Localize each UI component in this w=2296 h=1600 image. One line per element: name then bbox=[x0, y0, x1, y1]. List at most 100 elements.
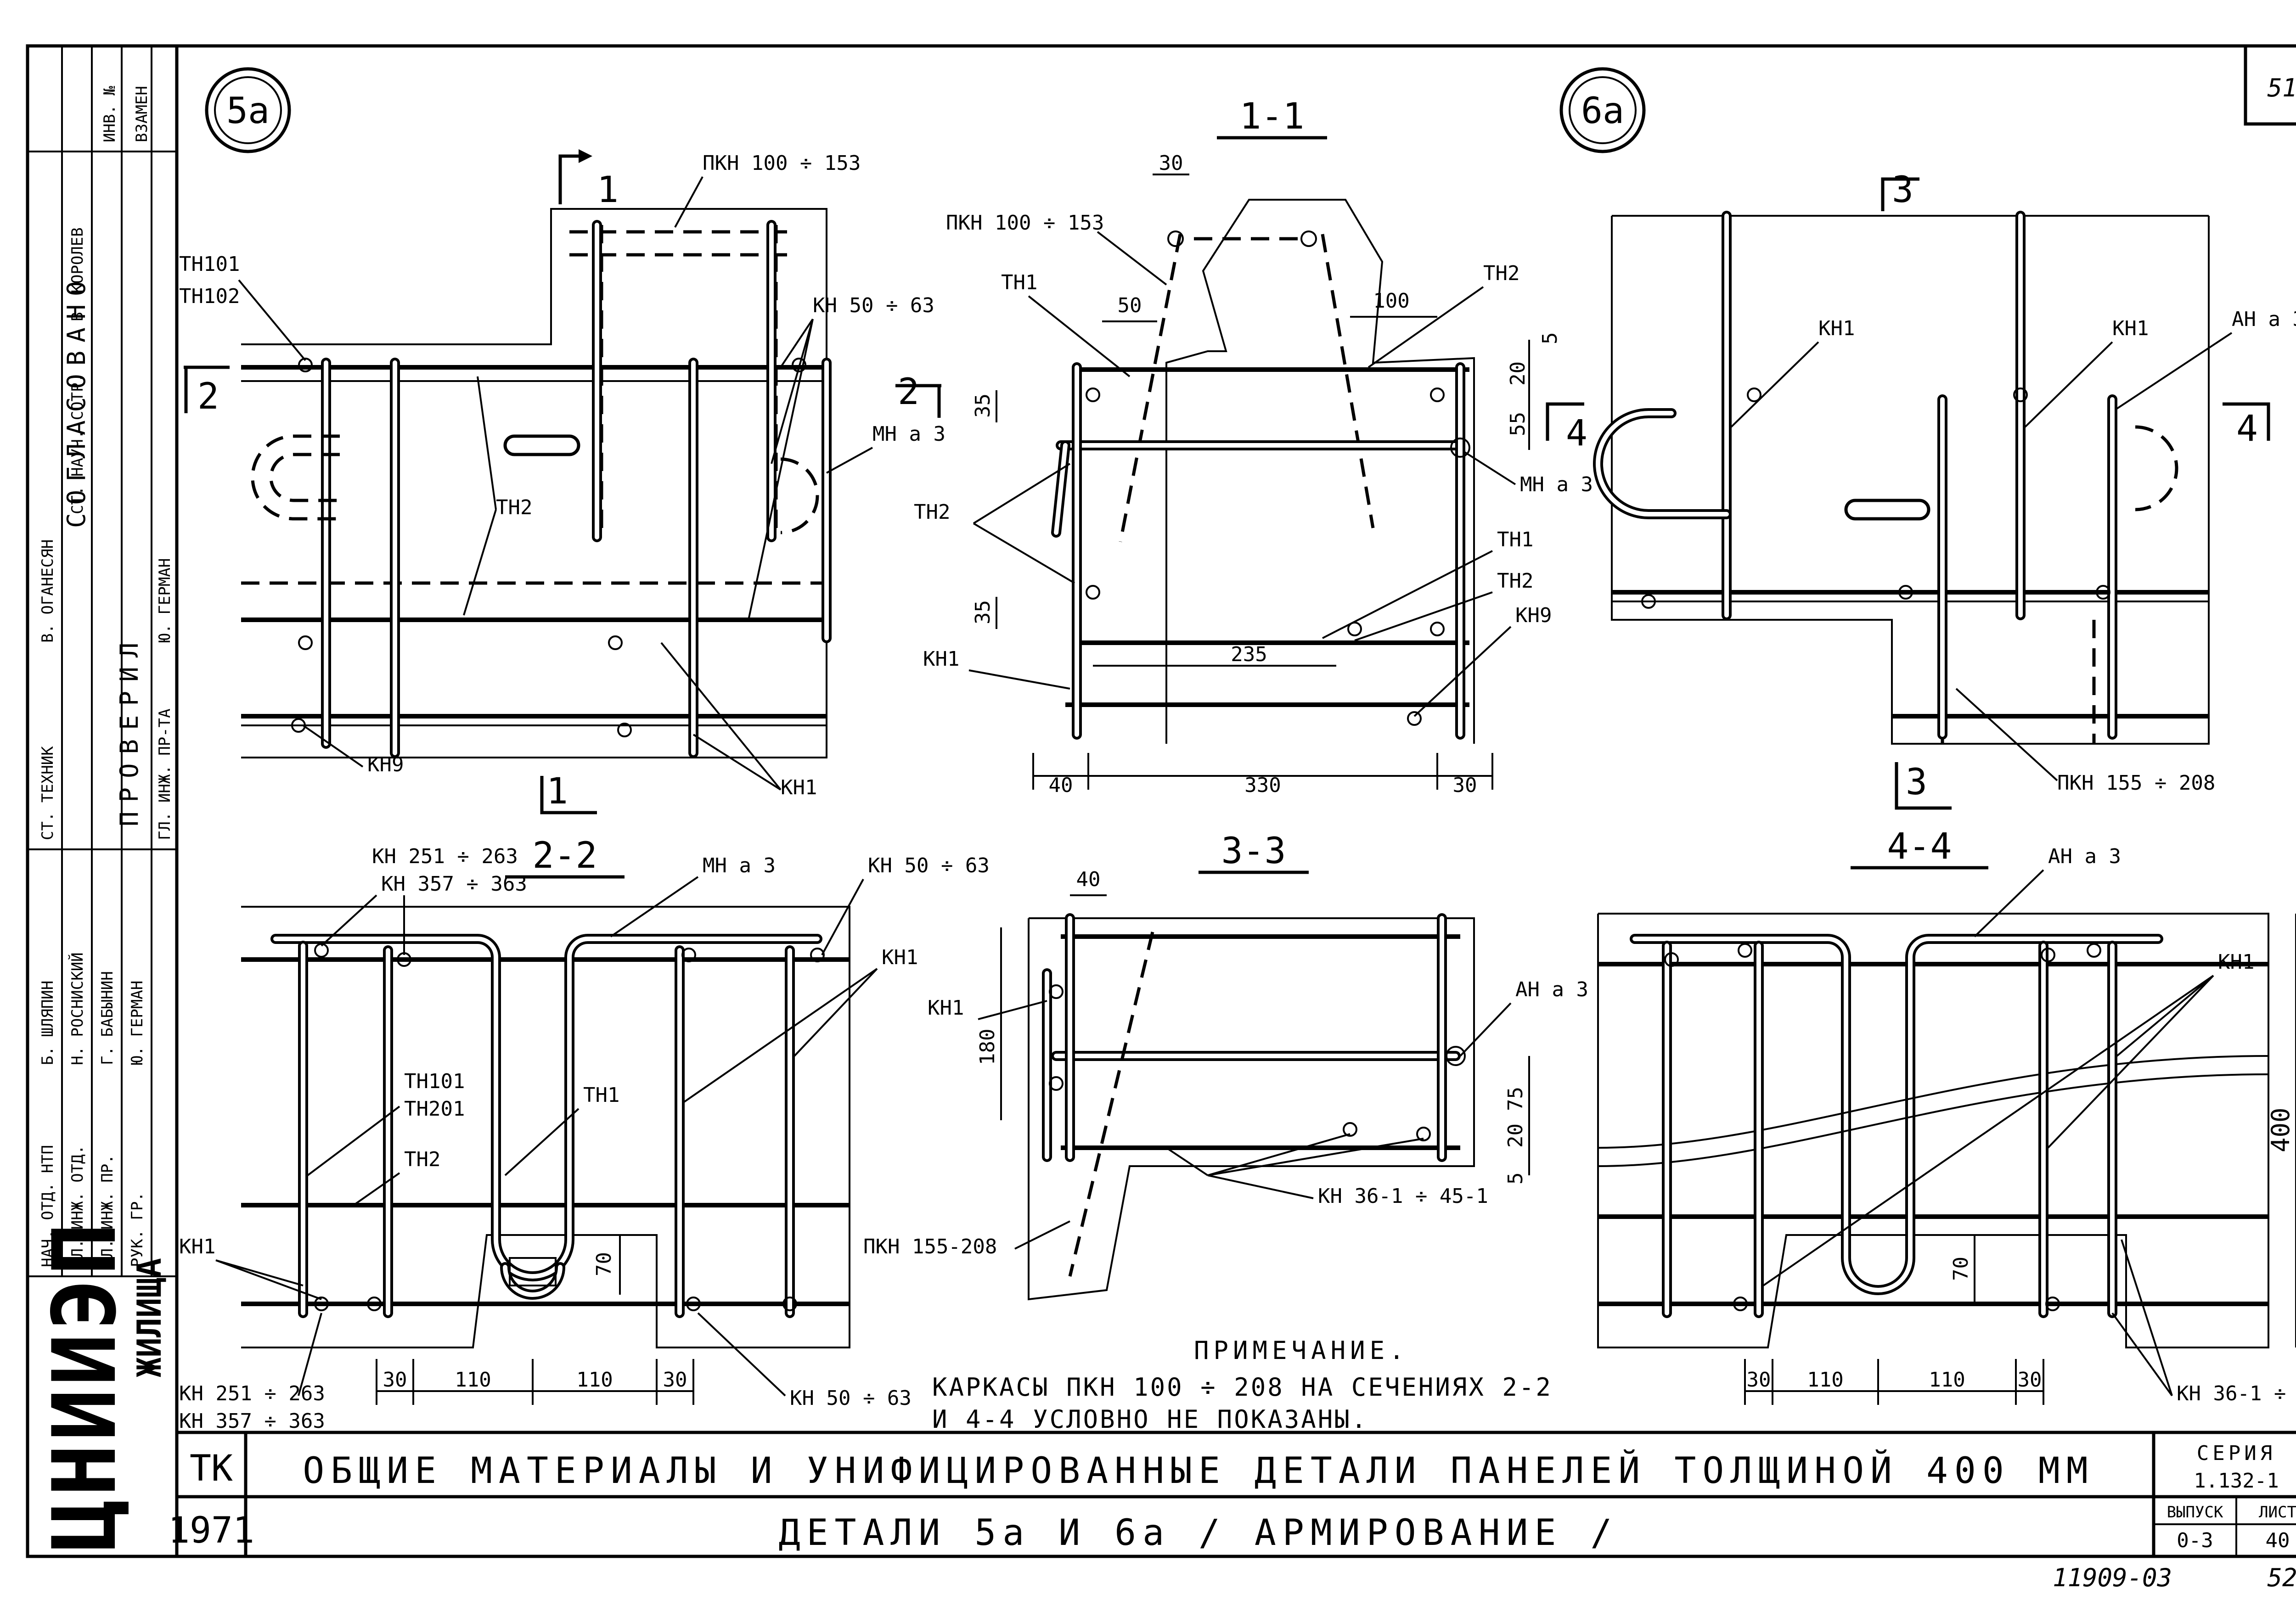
label-tn1-b2: ТН1 bbox=[1497, 528, 1533, 551]
dim-4-4-110a: 110 bbox=[1807, 1368, 1843, 1392]
label-kn1-d2: КН1 bbox=[179, 1235, 215, 1258]
dim-1-1-330: 330 bbox=[1244, 774, 1281, 797]
dim-2-2-30a: 30 bbox=[383, 1368, 407, 1392]
stamp-name-1: Б. ШЛЯПИН bbox=[39, 981, 57, 1065]
dim-3-3-20: 20 bbox=[1504, 1123, 1527, 1148]
dim-1-1-55: 55 bbox=[1506, 412, 1530, 436]
page-number: 52 bbox=[2267, 1563, 2296, 1592]
stamp-name-2: Н. РОСНИСКИЙ bbox=[68, 952, 87, 1065]
section-1-1: 1-1 40 330 bbox=[914, 96, 1593, 797]
stamp-role-6: ГЛ. ИНЖ. ПР-ТА bbox=[156, 708, 174, 840]
stamp-replace: ВЗАМЕН bbox=[133, 86, 151, 142]
dim-4-4-400: 400 bbox=[2266, 1107, 2295, 1152]
label-mna3-d: МН а 3 bbox=[703, 854, 776, 877]
title-block: ТК 1971 ОБЩИЕ МАТЕРИАЛЫ И УНИФИЦИРОВАННЫ… bbox=[168, 1431, 2296, 1556]
label-tn1-b: ТН1 bbox=[1001, 271, 1037, 294]
cut-4-left: 4 bbox=[1566, 413, 1587, 454]
label-kn9-b: КН9 bbox=[1515, 604, 1552, 627]
section-2-2: 2-2 30 110 11 bbox=[179, 835, 990, 1433]
label-mna3-a: МН а 3 bbox=[872, 422, 945, 446]
stamp-role-7: СТ. НАУЧ. СОТР. bbox=[68, 373, 87, 514]
label-kn1-c2: КН1 bbox=[2112, 317, 2149, 340]
label-kn251-263-d2: КН 251 ÷ 263 bbox=[179, 1382, 325, 1405]
cut-3-top: 3 bbox=[1892, 169, 1913, 211]
label-kn357-363-d1: КН 357 ÷ 363 bbox=[381, 872, 527, 896]
section-2-2-title: 2-2 bbox=[533, 835, 597, 876]
label-kn251-263-d1: КН 251 ÷ 263 bbox=[372, 845, 518, 868]
dim-1-1-5: 5 bbox=[1538, 332, 1562, 345]
section-3-3: 3-3 40 180 75 20 5 КН1 АН а 3 КН 36-1 ÷ … bbox=[863, 831, 1588, 1301]
dim-1-1-35a: 35 bbox=[971, 393, 995, 418]
label-pkn100-153-b: ПКН 100 ÷ 153 bbox=[946, 211, 1104, 235]
dim-1-1-100: 100 bbox=[1373, 289, 1409, 313]
issue-label: ВЫПУСК bbox=[2167, 1503, 2223, 1521]
stamp-role-2: ГЛ. ИНЖ. ОТД. bbox=[68, 1145, 87, 1267]
label-tn2-a: ТН2 bbox=[496, 496, 532, 519]
label-kn36-45-e: КН 36-1 ÷ 45-1 bbox=[1318, 1185, 1488, 1208]
dim-3-3-180: 180 bbox=[976, 1029, 999, 1065]
label-tn201-d: ТН201 bbox=[404, 1097, 465, 1121]
dim-4-4-70: 70 bbox=[1949, 1257, 1973, 1281]
sheet-label: ЛИСТ bbox=[2259, 1503, 2296, 1521]
stamp-name-5: В. ОГАНЕСЯН bbox=[39, 539, 57, 643]
dim-1-1-30b: 30 bbox=[1453, 774, 1477, 797]
cut-3-bottom: 3 bbox=[1906, 762, 1927, 803]
detail-5a-label: 5a bbox=[226, 90, 270, 132]
label-kn9-a: КН9 bbox=[367, 753, 404, 776]
label-pkn155-208-c: ПКН 155 ÷ 208 bbox=[2057, 771, 2215, 795]
detail-5a-circle bbox=[205, 67, 291, 153]
note-line-2: И 4-4 УСЛОВНО НЕ ПОКАЗАНЫ. bbox=[932, 1405, 1368, 1434]
stamp-name-3: Г. БАБЫНИН bbox=[98, 971, 117, 1065]
dim-2-2-110a: 110 bbox=[455, 1368, 491, 1392]
dim-1-1-30t: 30 bbox=[1159, 152, 1183, 175]
side-stamp: ВЗАМЕН ИНВ. № СОГЛАСОВАНО ПРОВЕРИЛ НАЧ. … bbox=[28, 46, 177, 1552]
outer-frame bbox=[26, 44, 2296, 1558]
dim-4-4-110b: 110 bbox=[1929, 1368, 1965, 1392]
cut-2-left: 2 bbox=[197, 376, 219, 417]
label-tn101-d: ТН101 bbox=[404, 1070, 465, 1093]
dim-1-1-20: 20 bbox=[1506, 361, 1530, 386]
label-tn101-a: ТН101 bbox=[179, 253, 240, 276]
label-ana3-f: АН а 3 bbox=[2048, 845, 2121, 868]
label-ana3-e: АН а 3 bbox=[1515, 978, 1588, 1001]
dim-2-2-30b: 30 bbox=[663, 1368, 687, 1392]
detail-5a-plan: 1 1 2 2 ПКН 100 ÷ 153 ТН101 ТН102 КН 50 … bbox=[179, 149, 945, 814]
stamp-name-7: В. КОРОЛЕВ bbox=[68, 227, 87, 321]
label-kn36-45-f: КН 36-1 ÷ 45-1 bbox=[2177, 1382, 2296, 1405]
cut-4-right: 4 bbox=[2236, 408, 2258, 449]
label-kn50-63-a: КН 50 ÷ 63 bbox=[813, 294, 934, 317]
label-kn1-a: КН1 bbox=[781, 776, 817, 799]
series-value: 1.132-1 bbox=[2194, 1469, 2279, 1493]
dim-3-3-5: 5 bbox=[1504, 1173, 1527, 1185]
stamp-name-4: Ю. ГЕРМАН bbox=[128, 981, 146, 1065]
section-4-4: 4-4 30 110 110 30 70 bbox=[1597, 826, 2296, 1405]
dim-3-3-40: 40 bbox=[1076, 868, 1101, 891]
note-heading: ПРИМЕЧАНИЕ. bbox=[1194, 1336, 1409, 1365]
dim-4-4-30a: 30 bbox=[1747, 1368, 1771, 1392]
label-kn1-d1: КН1 bbox=[882, 946, 918, 969]
section-4-4-title: 4-4 bbox=[1887, 826, 1952, 867]
dim-2-2-70: 70 bbox=[592, 1252, 616, 1276]
label-tn102-a: ТН102 bbox=[179, 285, 240, 308]
stamp-role-3: ГЛ. ИНЖ. ПР. bbox=[98, 1154, 117, 1267]
sheet-number: 51 bbox=[2267, 73, 2296, 102]
label-tn2-d: ТН2 bbox=[404, 1148, 440, 1171]
label-kn1-f: КН1 bbox=[2218, 950, 2254, 974]
label-kn50-63-d2: КН 50 ÷ 63 bbox=[790, 1387, 912, 1410]
institute-sub: ЖИЛИЩА bbox=[130, 1258, 169, 1377]
detail-6a-label: 6a bbox=[1581, 90, 1624, 132]
label-kn1-e: КН1 bbox=[928, 996, 964, 1020]
dim-1-1-35b: 35 bbox=[971, 600, 995, 624]
cut-1-bottom: 1 bbox=[546, 771, 568, 812]
title-year: 1971 bbox=[168, 1510, 254, 1551]
issue-value: 0-3 bbox=[2177, 1529, 2213, 1552]
stamp-role-4: РУК. ГР. bbox=[128, 1192, 146, 1267]
cut-2-right: 2 bbox=[898, 371, 919, 413]
dim-3-3-75: 75 bbox=[1504, 1087, 1527, 1111]
label-kn357-363-d2: КН 357 ÷ 363 bbox=[179, 1409, 325, 1433]
label-kn50-63-d1: КН 50 ÷ 63 bbox=[868, 854, 990, 877]
cut-1-top: 1 bbox=[597, 169, 619, 211]
detail-6a-plan: 3 3 4 4 КН1 КН1 АН а 3 ПКН 155 ÷ 208 bbox=[1546, 169, 2296, 810]
label-pkn100-153-a: ПКН 100 ÷ 153 bbox=[703, 152, 861, 175]
